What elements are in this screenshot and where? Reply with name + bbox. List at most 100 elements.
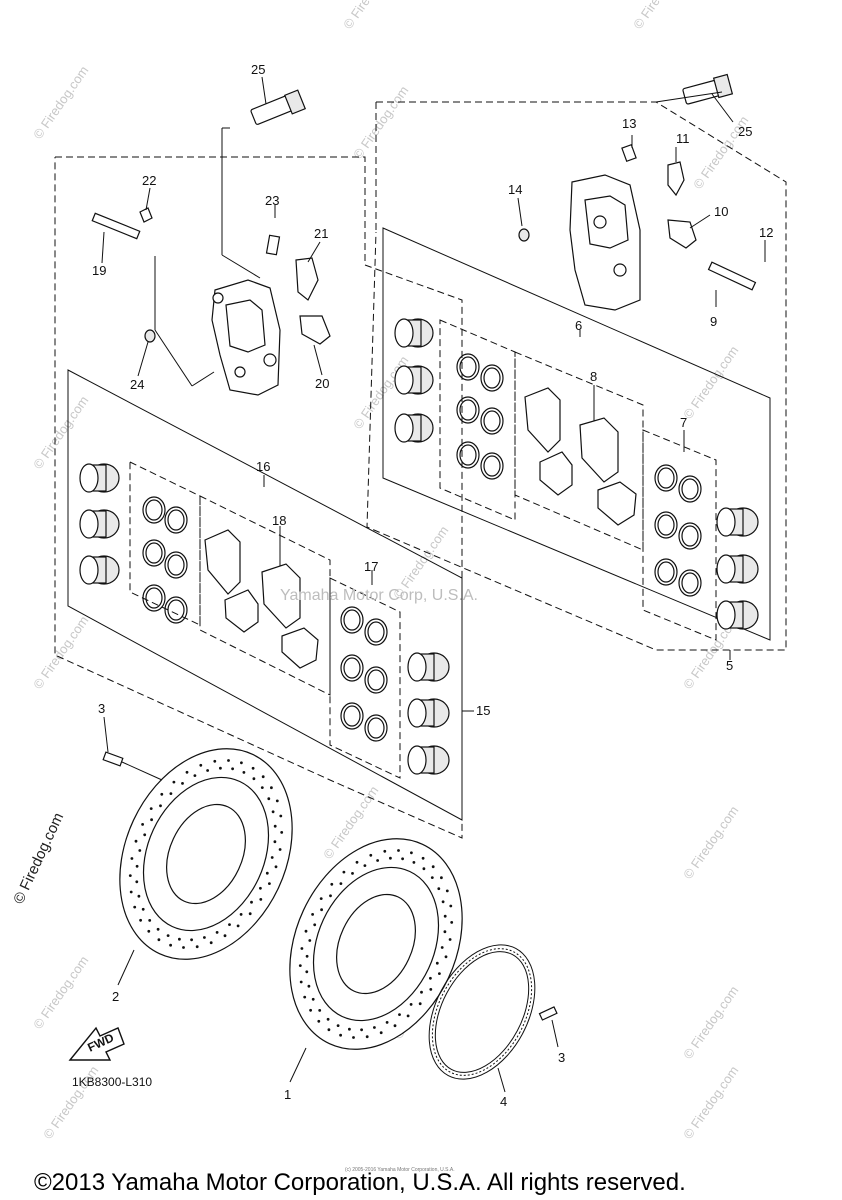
- disc-hole: [178, 937, 181, 941]
- disc-hole: [363, 864, 367, 867]
- disc-hole: [410, 851, 413, 855]
- disc-hole: [317, 1019, 321, 1023]
- disc-hole: [319, 897, 323, 900]
- disc-hole: [412, 861, 416, 864]
- disc-hole: [169, 792, 173, 795]
- disc-hole: [185, 770, 189, 774]
- disc-hole: [231, 767, 235, 771]
- disc-hole: [128, 874, 132, 877]
- disc-hole: [240, 761, 243, 765]
- disc-hole: [130, 857, 134, 860]
- disc-hole: [443, 930, 447, 934]
- center-watermark: Yamaha Motor Corp, U.S.A.: [280, 587, 478, 604]
- disc-hole: [448, 938, 452, 941]
- disc-hole: [137, 894, 141, 898]
- disc-hole: [311, 997, 315, 1001]
- disc-hole: [373, 1026, 376, 1029]
- disc-hole: [339, 882, 343, 885]
- disc-hole: [135, 864, 139, 868]
- disc-hole: [376, 859, 379, 862]
- disc-hole: [329, 894, 332, 898]
- part-number-7: 7: [680, 415, 687, 430]
- part-number-15: 15: [476, 703, 490, 718]
- part-number-14: 14: [508, 182, 522, 197]
- part-number-8: 8: [590, 369, 597, 384]
- disc-hole: [336, 1024, 340, 1027]
- disc-hole: [393, 1024, 397, 1028]
- part-number-25-right: 25: [738, 124, 752, 139]
- disc-hole: [227, 759, 230, 762]
- disc-hole: [148, 919, 152, 922]
- disc-hole: [273, 824, 277, 828]
- disc-hole: [141, 907, 145, 911]
- disc-hole: [406, 1014, 410, 1018]
- watermark-tile: © Firedog.com: [630, 0, 691, 32]
- part-number-22: 22: [142, 173, 156, 188]
- watermark-tile: © Firedog.com: [350, 83, 411, 162]
- disc-hole: [270, 786, 273, 790]
- part-number-25-left: 25: [251, 62, 265, 77]
- disc-hole: [299, 980, 303, 984]
- disc-hole: [156, 927, 160, 931]
- disc-hole: [437, 887, 441, 891]
- part-number-23: 23: [265, 193, 279, 208]
- disc-hole: [199, 763, 203, 767]
- watermark-tile: © Firedog.com: [30, 953, 91, 1032]
- disc-hole: [134, 839, 138, 843]
- disc-hole: [259, 886, 262, 890]
- disc-hole: [166, 934, 170, 937]
- sensor-rotor-4: [428, 944, 559, 1093]
- footer-copyright: ©2013 Yamaha Motor Corporation, U.S.A. A…: [34, 1169, 686, 1196]
- disc-hole: [443, 914, 447, 918]
- part-number-labels: 25 25 13 11 14 10 12 9 6 8 7 5 22 23 21 …: [92, 62, 773, 1109]
- part-number-1: 1: [284, 1087, 291, 1102]
- disc-hole: [239, 913, 243, 916]
- part-number-18: 18: [272, 513, 286, 528]
- disc-hole: [305, 970, 309, 974]
- watermark-tile: © Firedog.com: [680, 1063, 741, 1142]
- disc-hole: [440, 876, 443, 880]
- disc-hole: [270, 856, 274, 859]
- disc-hole: [397, 849, 400, 852]
- disc-hole: [348, 1027, 351, 1031]
- disc-hole: [422, 867, 426, 871]
- disc-hole: [143, 833, 147, 837]
- disc-hole: [169, 943, 173, 947]
- disc-hole: [135, 880, 139, 884]
- disc-hole: [445, 889, 449, 893]
- disc-hole: [215, 931, 219, 934]
- disc-hole: [138, 849, 142, 852]
- part-number-4: 4: [500, 1094, 507, 1109]
- disc-hole: [311, 913, 314, 916]
- disc-hole: [252, 777, 256, 781]
- disc-hole: [279, 814, 283, 818]
- disc-hole: [420, 990, 423, 994]
- disc-hole: [360, 1028, 363, 1032]
- watermark-tile: © Firedog.com: [30, 613, 91, 692]
- disc-hole: [261, 775, 265, 779]
- left-caliper-group: [54, 76, 474, 839]
- watermark-tile: © Firedog.com: [680, 343, 741, 422]
- diagram-code: 1KB8300-L310: [72, 1075, 152, 1089]
- disc-hole: [219, 766, 222, 770]
- disc-hole: [444, 955, 448, 959]
- disc-hole: [449, 904, 453, 908]
- disc-hole: [401, 857, 404, 861]
- part-number-3-top: 3: [98, 701, 105, 716]
- disc-hole: [265, 871, 269, 875]
- disc-hole: [342, 870, 346, 874]
- disc-hole: [203, 936, 206, 939]
- disc-hole: [327, 1028, 331, 1032]
- watermark-tile: © Firedog.com: [30, 63, 91, 142]
- disc-hole: [330, 882, 334, 886]
- disc-hole: [190, 938, 194, 942]
- disc-hole: [182, 946, 185, 949]
- disc-hole: [379, 1031, 383, 1035]
- disc-hole: [318, 1009, 322, 1012]
- disc-hole: [275, 799, 279, 803]
- watermark-tile: © Firedog.com: [680, 983, 741, 1062]
- disc-hole: [385, 1021, 389, 1024]
- disc-hole: [352, 1036, 355, 1039]
- disc-hole: [438, 972, 441, 975]
- disc-hole: [250, 900, 253, 904]
